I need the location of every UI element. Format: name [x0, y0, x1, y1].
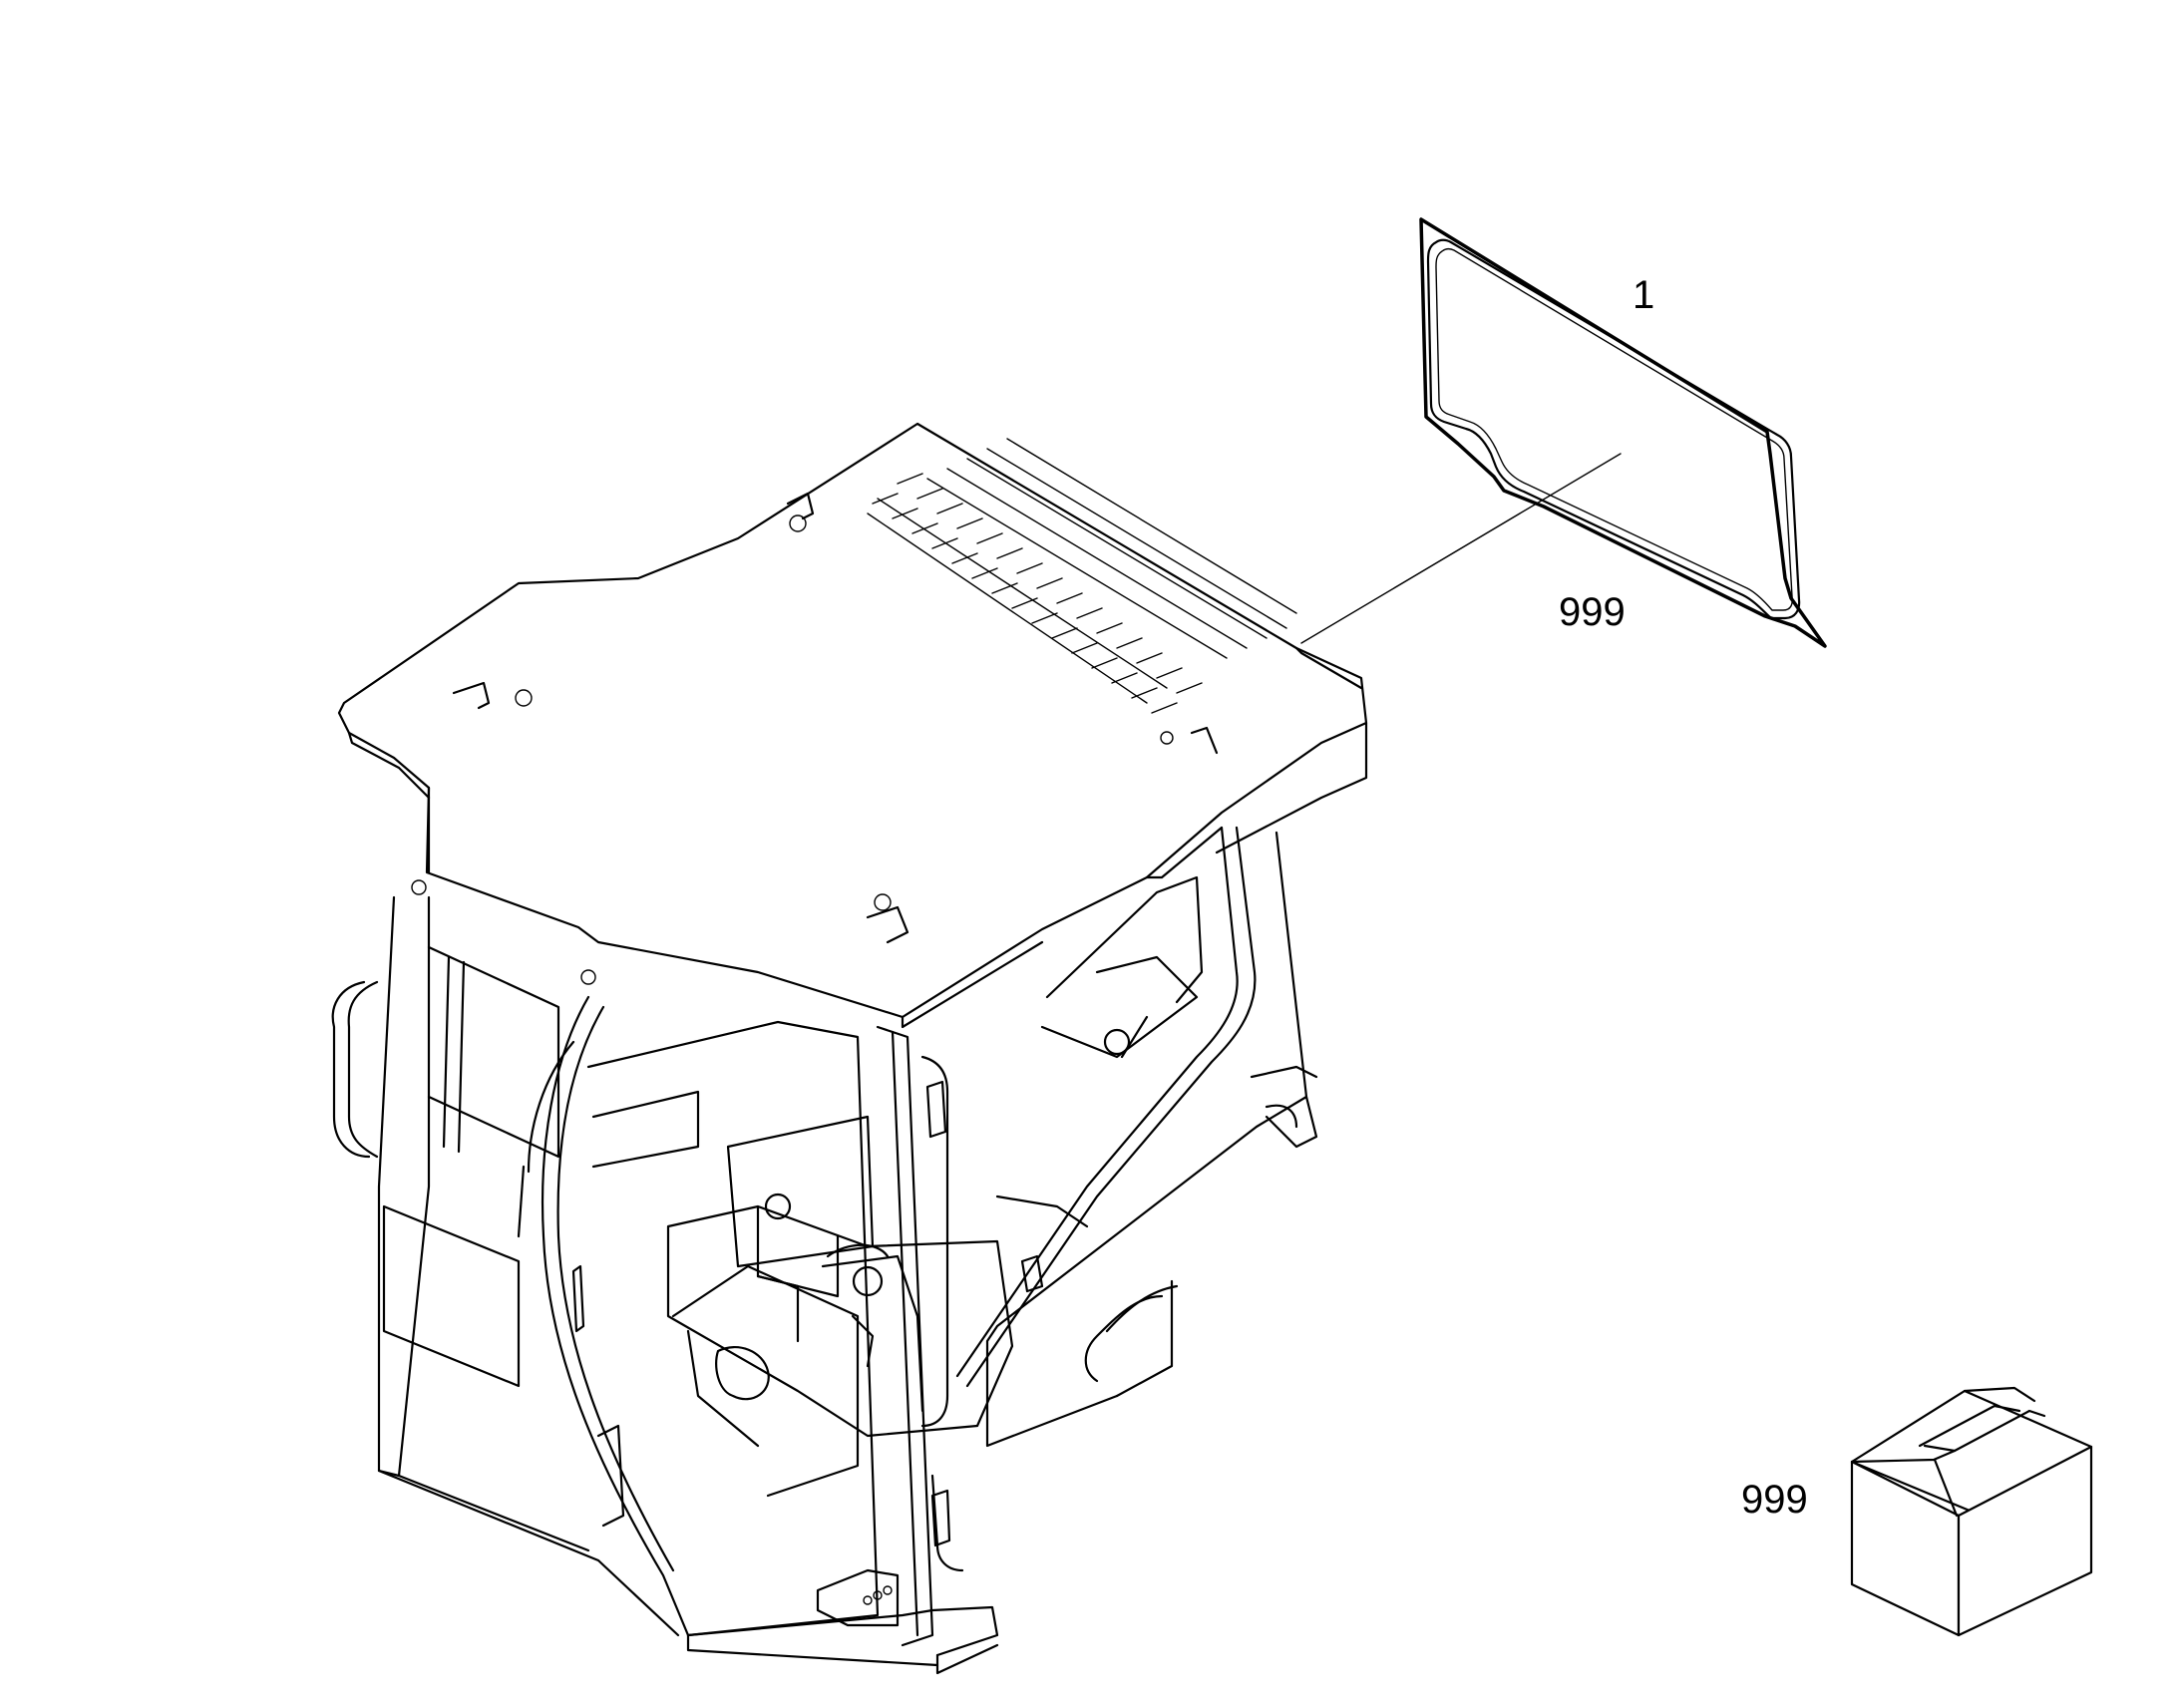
- callout-box-kit: 999: [1741, 1478, 1808, 1522]
- callout-glass-item: 1: [1633, 273, 1654, 317]
- window-glass-inner: [1426, 238, 1801, 620]
- kit-box-icon: [1850, 1386, 2093, 1637]
- callout-glass-kit: 999: [1559, 590, 1626, 634]
- window-glass-outer: [1419, 217, 1827, 648]
- roof-vent-grid: [867, 438, 1297, 714]
- cab-roof: [337, 422, 1368, 1019]
- leader-line: [1300, 453, 1622, 644]
- window-glass-part: [1300, 217, 1827, 648]
- cab-assembly: [331, 422, 1368, 1675]
